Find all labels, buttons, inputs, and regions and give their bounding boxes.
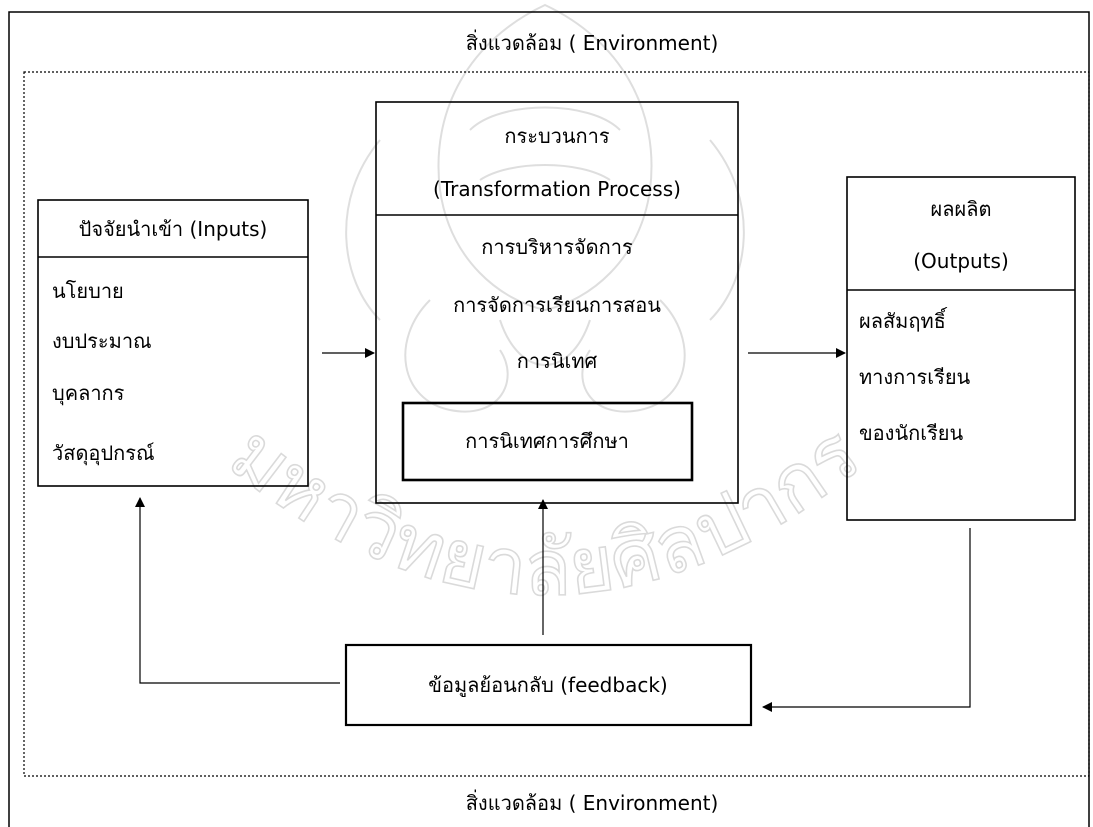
feedback-box: ข้อมูลย้อนกลับ (feedback) [344,643,753,727]
outputs-box: ผลผลิต (Outputs) ผลสัมฤทธิ์ ทางการเรียน … [846,176,1076,521]
feedback-frame [344,643,753,727]
process-item: การจัดการเรียนการสอน [453,293,661,317]
inputs-box: ปัจจัยนำเข้า (Inputs) นโยบาย งบประมาณ บุ… [37,199,309,487]
environment-outer-frame [8,11,1090,827]
arrow-outputs-to-feedback [762,528,971,712]
inputs-item: งบประมาณ [52,329,152,353]
inputs-item: นโยบาย [52,279,124,303]
environment-bottom-label: สิ่งแวดล้อม ( Environment) [466,789,719,815]
outputs-frame [846,176,1076,521]
process-frame [375,101,739,504]
connectors [135,348,971,712]
process-title-line1: กระบวนการ [504,124,610,148]
process-box: กระบวนการ (Transformation Process) การบร… [375,101,739,504]
environment-inner-boundary [23,71,1090,777]
inputs-title: ปัจจัยนำเข้า (Inputs) [79,217,268,241]
feedback-label: ข้อมูลย้อนกลับ (feedback) [428,673,667,698]
seal-emblem [345,3,745,413]
environment-top-label: สิ่งแวดล้อม ( Environment) [466,29,719,55]
inputs-item: วัสดุอุปกรณ์ [52,441,155,466]
inputs-item: บุคลากร [52,381,125,406]
inputs-frame [37,199,309,487]
process-item: การบริหารจัดการ [481,235,633,259]
outputs-title-line2: (Outputs) [913,249,1009,273]
outputs-title-line1: ผลผลิต [931,197,992,221]
outputs-item: ของนักเรียน [859,421,964,445]
process-highlight: การนิเทศการศึกษา [465,429,629,453]
arrow-feedback-to-inputs [135,497,340,684]
process-highlight-frame [401,401,694,482]
outputs-item: ผลสัมฤทธิ์ [859,306,948,333]
process-item: การนิเทศ [517,349,598,373]
process-title-line2: (Transformation Process) [433,177,681,201]
outputs-item: ทางการเรียน [859,365,971,389]
